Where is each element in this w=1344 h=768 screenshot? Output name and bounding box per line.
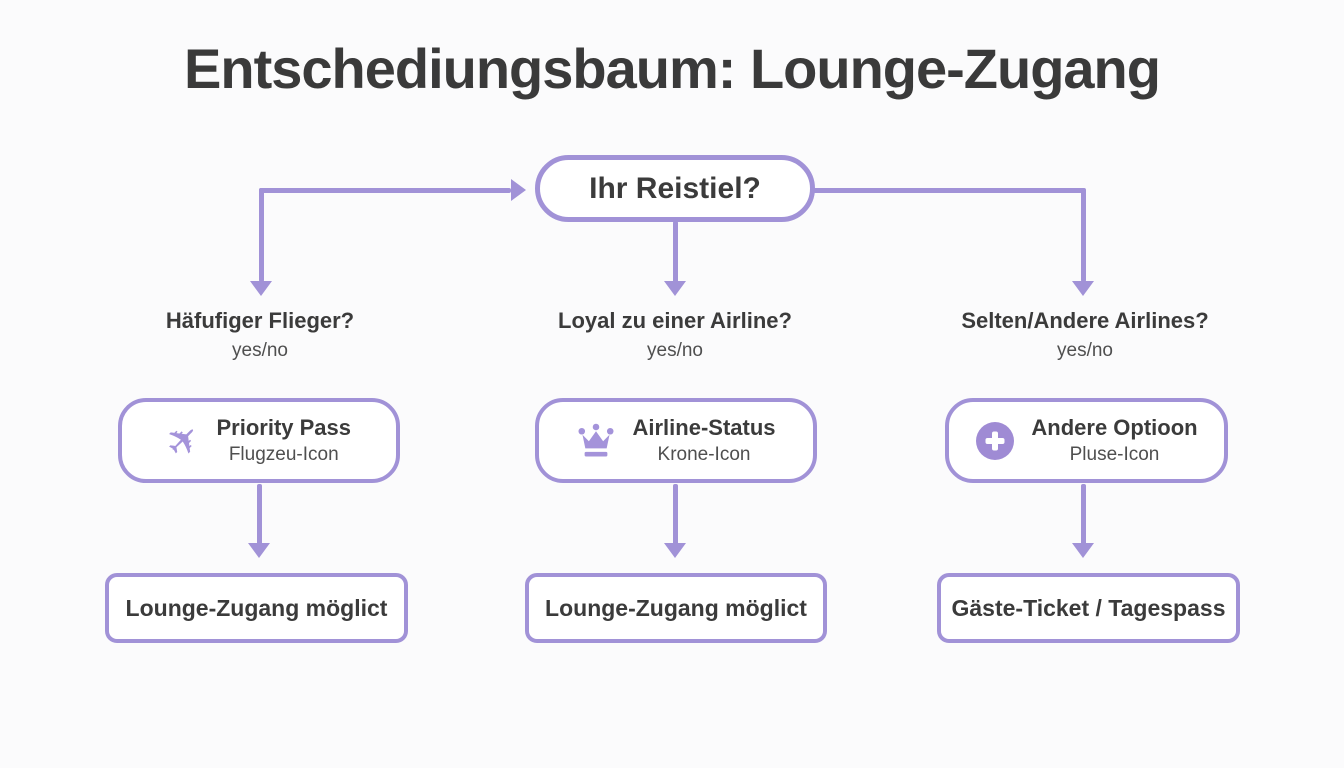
option-node-andere-option: Andere Optioon Pluse-Icon xyxy=(945,398,1228,483)
option-title: Andere Optioon xyxy=(1031,415,1198,440)
connector-option3-result xyxy=(1081,484,1086,545)
arrowhead-down-icon xyxy=(1072,543,1094,558)
connector-option2-result xyxy=(673,484,678,545)
result-node-lounge-access-1: Lounge-Zugang möglict xyxy=(105,573,408,643)
option-title: Priority Pass xyxy=(216,415,352,440)
question-label: Selten/Andere Airlines? xyxy=(961,308,1209,333)
yes-no-label: yes/no xyxy=(1057,340,1113,361)
branch-question-other-airlines: Selten/Andere Airlines? yes/no xyxy=(915,308,1255,362)
arrowhead-right-icon xyxy=(511,179,526,201)
connector-right-vertical xyxy=(1081,188,1086,282)
arrowhead-down-icon xyxy=(664,281,686,296)
question-label: Häfufiger Flieger? xyxy=(165,308,355,333)
root-node-label: Ihr Reistiel? xyxy=(589,171,761,205)
connector-left-horizontal xyxy=(259,188,511,193)
airplane-icon: ✈ xyxy=(156,413,212,468)
option-node-airline-status: Airline-Status Krone-Icon xyxy=(535,398,817,483)
option-subtitle: Krone-Icon xyxy=(657,444,751,465)
option-node-priority-pass: ✈ Priority Pass Flugzeu-Icon xyxy=(118,398,400,483)
connector-middle-vertical xyxy=(673,221,678,283)
result-node-lounge-access-2: Lounge-Zugang möglict xyxy=(525,573,827,643)
yes-no-label: yes/no xyxy=(232,340,288,361)
crown-icon xyxy=(578,423,614,457)
connector-right-horizontal xyxy=(813,188,1085,193)
option-title: Airline-Status xyxy=(632,415,776,440)
result-label: Lounge-Zugang möglict xyxy=(545,594,807,621)
connector-left-vertical xyxy=(259,188,264,282)
arrowhead-down-icon xyxy=(1072,281,1094,296)
root-node: Ihr Reistiel? xyxy=(535,155,815,222)
plus-icon xyxy=(976,421,1015,460)
arrowhead-down-icon xyxy=(248,543,270,558)
branch-question-frequent-flyer: Häfufiger Flieger? yes/no xyxy=(90,308,430,362)
connector-option1-result xyxy=(257,484,262,545)
result-node-guest-ticket: Gäste-Ticket / Tagespass xyxy=(937,573,1240,643)
page-title: Entschediungsbaum: Lounge-Zugang xyxy=(184,37,1161,100)
result-label: Lounge-Zugang möglict xyxy=(125,594,388,621)
result-label: Gäste-Ticket / Tagespass xyxy=(951,594,1226,621)
option-subtitle: Flugzeu-Icon xyxy=(228,444,339,465)
arrowhead-down-icon xyxy=(664,543,686,558)
question-label: Loyal zu einer Airline? xyxy=(558,308,792,333)
arrowhead-down-icon xyxy=(250,281,272,296)
option-subtitle: Pluse-Icon xyxy=(1069,444,1160,465)
branch-question-airline-loyal: Loyal zu einer Airline? yes/no xyxy=(505,308,845,362)
yes-no-label: yes/no xyxy=(647,340,703,361)
